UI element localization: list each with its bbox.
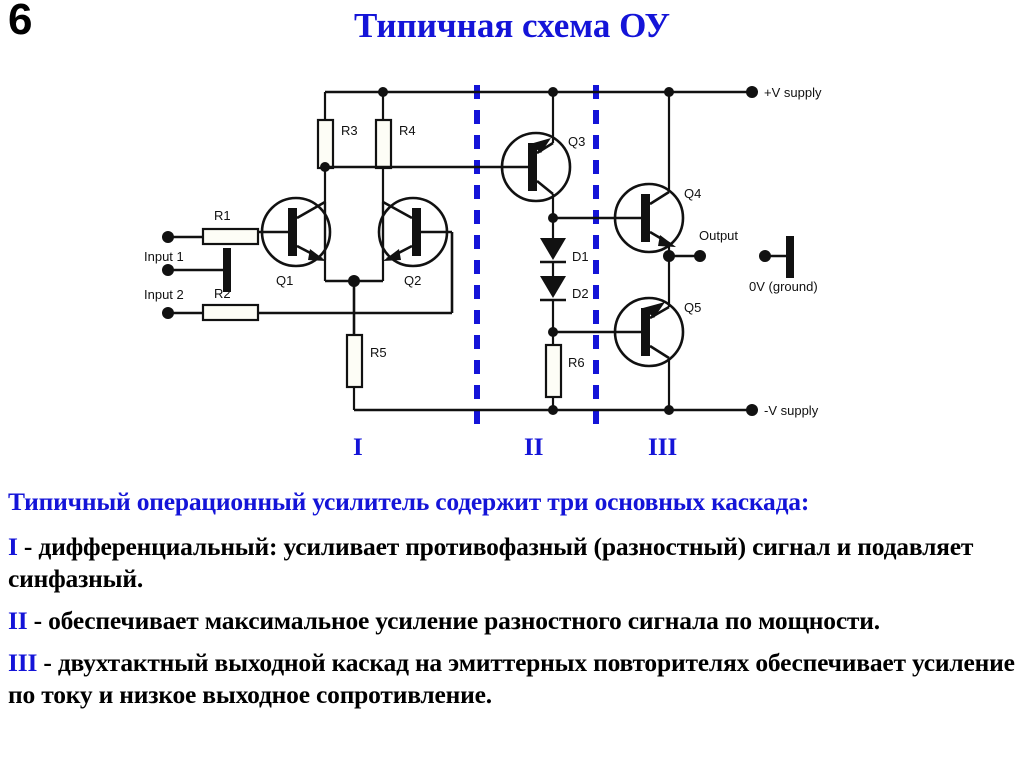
- svg-text:D1: D1: [572, 249, 589, 264]
- diode-D1: D1: [540, 213, 589, 276]
- stage-label-3: III: [648, 434, 677, 461]
- explanation-item-2: II - обеспечивает максимальное усиление …: [8, 605, 1018, 636]
- ground-label: 0V (ground): [749, 279, 818, 294]
- explanation-item-3: III - двухтактный выходной каскад на эми…: [8, 647, 1018, 710]
- slide-number: 6: [8, 0, 33, 44]
- svg-text:R3: R3: [341, 123, 358, 138]
- transistor-Q2: Q2: [377, 196, 452, 288]
- explanation-marker-3: III: [8, 648, 38, 678]
- transistor-Q5: Q5: [613, 296, 701, 415]
- explanation-body-3: - двухтактный выходной каскад на эмиттер…: [8, 648, 1015, 709]
- svg-text:R4: R4: [399, 123, 416, 138]
- svg-text:R1: R1: [214, 208, 231, 223]
- q3-base-wire: [320, 162, 505, 172]
- diode-D2: D2: [540, 276, 589, 332]
- svg-text:R5: R5: [370, 345, 387, 360]
- input1-label: Input 1: [144, 249, 184, 264]
- stage-label-2: II: [524, 434, 543, 461]
- explanation-body-2: - обеспечивает максимальное усиление раз…: [27, 606, 881, 636]
- output-label: Output: [699, 228, 738, 243]
- positive-supply-label: +V supply: [764, 85, 822, 100]
- svg-text:Q5: Q5: [684, 300, 701, 315]
- negative-supply-terminal[interactable]: [746, 404, 758, 416]
- circuit-diagram: .wire { stroke: #111111; stroke-width: 2…: [0, 60, 1024, 480]
- positive-supply-terminal[interactable]: [746, 86, 758, 98]
- explanation-marker-1: I: [8, 532, 18, 562]
- explanation-item-1: I - дифференциальный: усиливает противоф…: [8, 531, 1018, 594]
- ground-terminal[interactable]: [759, 236, 794, 278]
- resistor-R6: R6: [544, 332, 585, 415]
- transistor-Q1: Q1: [258, 196, 332, 288]
- transistor-Q3: Q3: [500, 87, 585, 218]
- output-terminal[interactable]: [663, 250, 706, 307]
- svg-text:Q3: Q3: [568, 134, 585, 149]
- svg-text:R2: R2: [214, 286, 231, 301]
- svg-text:D2: D2: [572, 286, 589, 301]
- svg-text:R6: R6: [568, 355, 585, 370]
- resistor-R5: R5: [345, 333, 387, 410]
- explanation-body-1: - дифференциальный: усиливает противофаз…: [8, 532, 974, 593]
- svg-text:Q1: Q1: [276, 273, 293, 288]
- explanation-lead: Типичный операционный усилитель содержит…: [8, 487, 810, 516]
- emitter-tie-node: [325, 275, 383, 335]
- input2-terminal[interactable]: [162, 248, 231, 292]
- page-title: Типичная схема ОУ: [353, 6, 671, 45]
- input1-terminal[interactable]: [162, 231, 203, 243]
- explanation-marker-2: II: [8, 606, 28, 636]
- stage-label-1: I: [353, 434, 363, 461]
- q5-base-wire: [548, 327, 622, 337]
- svg-text:Q4: Q4: [684, 186, 701, 201]
- resistor-R1: R1: [201, 208, 260, 246]
- explanation-text: Типичный операционный усилитель содержит…: [8, 486, 1018, 721]
- transistor-Q4: Q4: [613, 87, 701, 256]
- input2-label: Input 2: [144, 287, 184, 302]
- svg-text:Q2: Q2: [404, 273, 421, 288]
- resistor-R2: R2: [162, 286, 260, 322]
- negative-supply-label: -V supply: [764, 403, 819, 418]
- node-dot: [378, 87, 388, 97]
